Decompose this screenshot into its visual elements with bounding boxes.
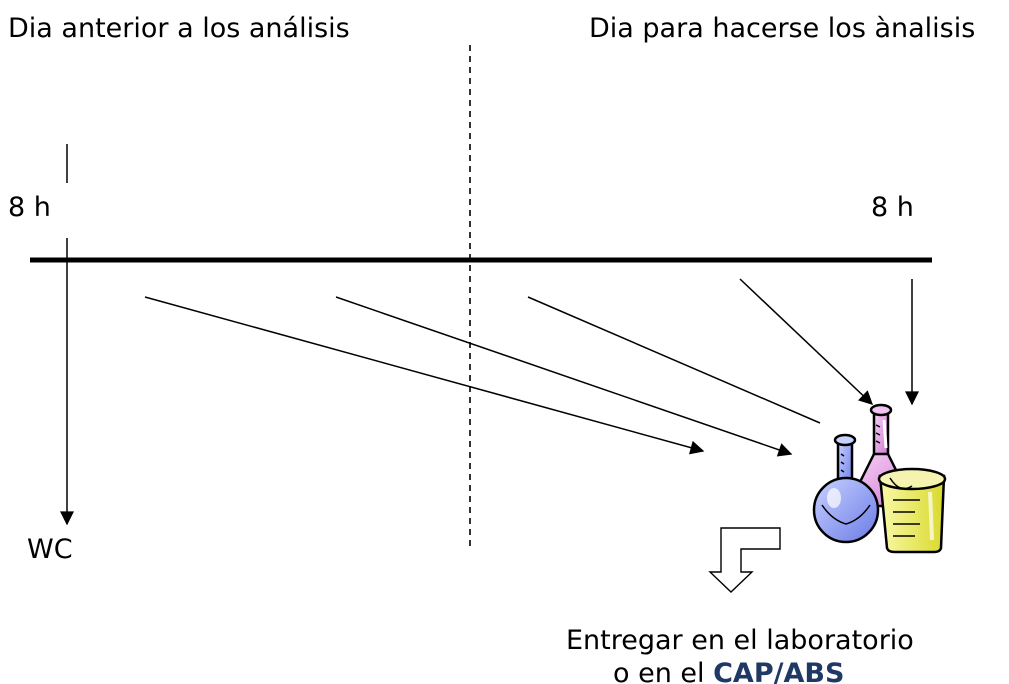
laboratory-flasks-icon <box>812 403 947 554</box>
sample-arrow-1 <box>144 296 705 455</box>
analysis-day-heading: Dia para hacerse los ànalisis <box>589 13 976 44</box>
sample-arrow-3 <box>527 296 821 424</box>
delivery-location-emphasis: CAP/ABS <box>713 658 845 684</box>
delivery-line-2: o en el CAP/ABS <box>613 658 844 684</box>
sample-arrow-4 <box>739 278 874 405</box>
start-time-label: 8 h <box>8 192 51 223</box>
round-flask <box>812 433 880 544</box>
delivery-line-1: Entregar en el laboratorio <box>566 625 914 656</box>
turn-down-arrow-icon <box>708 527 781 593</box>
sample-arrow-2 <box>335 296 793 457</box>
wc-label: WC <box>27 534 73 565</box>
delivery-prefix: o en el <box>613 658 714 684</box>
beaker <box>877 467 947 554</box>
previous-day-heading: Dia anterior a los análisis <box>8 13 350 44</box>
end-time-label: 8 h <box>871 192 914 223</box>
